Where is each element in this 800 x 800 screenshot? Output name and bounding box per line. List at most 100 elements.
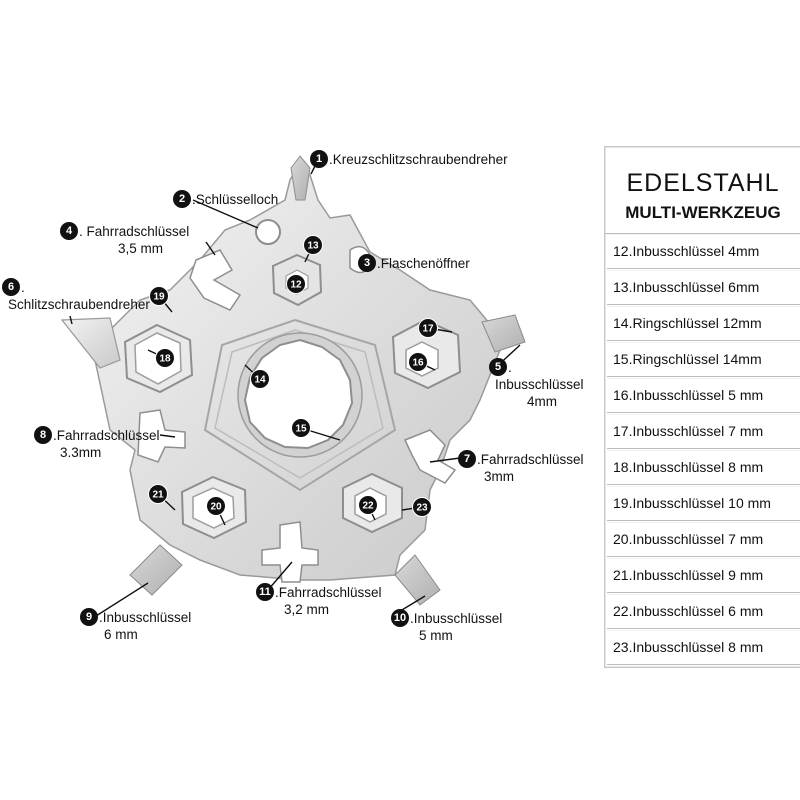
marker-bubble xyxy=(148,484,168,504)
callout-bike-wrench-32: 11.Fahrradschlüssel 3,2 mm xyxy=(256,583,382,618)
marker-bubble xyxy=(149,286,169,306)
callout-sublabel: Schlitzschraubendreher xyxy=(8,297,150,313)
callout-number: 8 xyxy=(34,426,52,445)
ring-wrench-center xyxy=(237,332,363,458)
marker-16: 16 xyxy=(408,352,428,372)
spec-row: 22.Inbusschlüssel 6 mm xyxy=(607,594,800,629)
spec-row: 20.Inbusschlüssel 7 mm xyxy=(607,522,800,557)
marker-bubble xyxy=(358,495,378,515)
callout-hex-key-6: 9.Inbusschlüssel 6 mm xyxy=(80,608,191,643)
marker-bubble xyxy=(250,369,270,389)
callout-number: 9 xyxy=(80,608,98,627)
marker-21: 21 xyxy=(148,484,168,504)
marker-label: 12 xyxy=(290,280,302,291)
marker-23: 23 xyxy=(412,497,432,517)
callout-number: 4 xyxy=(60,222,78,241)
spec-row: 13.Inbusschlüssel 6mm xyxy=(607,270,800,305)
callout-label: . xyxy=(21,279,25,295)
marker-12: 12 xyxy=(286,274,306,294)
callout-number: 11 xyxy=(256,583,274,602)
marker-bubble xyxy=(418,318,438,338)
callout-sublabel-2: 4mm xyxy=(527,394,557,410)
callout-sublabel: Inbusschlüssel xyxy=(495,377,584,393)
callout-label: .Fahrradschlüssel xyxy=(53,427,160,443)
callout-label: .Flaschenöffner xyxy=(377,255,470,271)
marker-label: 13 xyxy=(307,241,319,252)
marker-15: 15 xyxy=(291,418,311,438)
marker-bubble xyxy=(286,274,306,294)
bike-wrench-slots xyxy=(137,249,457,583)
callout-label: .Inbusschlüssel xyxy=(410,610,503,626)
spec-row: 16.Inbusschlüssel 5 mm xyxy=(607,378,800,413)
marker-20: 20 xyxy=(206,496,226,516)
callout-label: . Fahrradschlüssel xyxy=(79,223,190,239)
callout-label: .Kreuzschlitzschraubendreher xyxy=(329,151,508,167)
callout-number: 3 xyxy=(358,254,376,273)
spec-row: 15.Ringschlüssel 14mm xyxy=(607,342,800,377)
callout-number: 10 xyxy=(391,609,409,628)
marker-bubble xyxy=(291,418,311,438)
callout-sublabel: 6 mm xyxy=(104,627,138,643)
callout-sublabel: 3,5 mm xyxy=(118,241,164,257)
callout-label: .Fahrradschlüssel xyxy=(275,584,382,600)
callout-bike-wrench-3: 7.Fahrradschlüssel 3mm xyxy=(458,450,584,485)
keyhole xyxy=(255,219,281,245)
spec-row: 12.Inbusschlüssel 4mm xyxy=(607,234,800,269)
callout-label: .Schlüsselloch xyxy=(192,191,279,207)
marker-label: 23 xyxy=(416,503,428,514)
marker-13: 13 xyxy=(303,235,323,255)
marker-label: 14 xyxy=(254,375,266,386)
callout-keyhole: 2.Schlüsselloch xyxy=(173,190,279,209)
callout-number: 2 xyxy=(173,190,191,209)
callout-number: 6 xyxy=(2,278,20,297)
callout-slotted-screwdriver: 6. Schlitzschraubendreher xyxy=(2,278,150,313)
marker-18: 18 xyxy=(155,348,175,368)
callout-bike-wrench-35: 4. Fahrradschlüssel 3,5 mm xyxy=(60,222,189,257)
callout-sublabel: 3mm xyxy=(484,469,514,485)
callout-hex-key-4: 5. Inbusschlüssel 4mm xyxy=(489,358,584,410)
marker-bubble xyxy=(303,235,323,255)
callout-hex-key-5: 10.Inbusschlüssel 5 mm xyxy=(391,609,502,644)
callout-sublabel: 5 mm xyxy=(419,628,453,644)
spec-row: 18.Inbusschlüssel 8 mm xyxy=(607,450,800,485)
marker-label: 21 xyxy=(152,490,164,501)
callout-label: .Fahrradschlüssel xyxy=(477,451,584,467)
spec-row: 21.Inbusschlüssel 9 mm xyxy=(607,558,800,593)
callout-phillips-screwdriver: 1.Kreuzschlitzschraubendreher xyxy=(310,150,508,169)
marker-layer: 12 13 14 15 16 17 18 19 20 21 22 23 xyxy=(148,235,438,517)
marker-label: 17 xyxy=(422,324,434,335)
spec-list: 12.Inbusschlüssel 4mm 13.Inbusschlüssel … xyxy=(605,234,800,665)
marker-label: 16 xyxy=(412,358,424,369)
marker-19: 19 xyxy=(149,286,169,306)
spec-row: 17.Inbusschlüssel 7 mm xyxy=(607,414,800,449)
callout-number: 7 xyxy=(458,450,476,469)
callout-sublabel: 3,2 mm xyxy=(284,602,330,618)
spec-row: 14.Ringschlüssel 12mm xyxy=(607,306,800,341)
callout-label: .Inbusschlüssel xyxy=(99,609,192,625)
inner-pentagon xyxy=(203,318,397,492)
marker-14: 14 xyxy=(250,369,270,389)
marker-label: 20 xyxy=(210,502,222,513)
marker-bubble xyxy=(412,497,432,517)
marker-bubble xyxy=(206,496,226,516)
callout-number: 1 xyxy=(310,150,328,169)
callout-sublabel: 3.3mm xyxy=(60,445,102,461)
callout-bike-wrench-33: 8.Fahrradschlüssel 3.3mm xyxy=(34,426,160,461)
callout-number: 5 xyxy=(489,358,507,377)
marker-17: 17 xyxy=(418,318,438,338)
marker-label: 15 xyxy=(295,424,307,435)
marker-bubble xyxy=(155,348,175,368)
marker-22: 22 xyxy=(358,495,378,515)
marker-label: 22 xyxy=(362,501,374,512)
spec-panel-header: EDELSTAHL MULTI-WERKZEUG xyxy=(605,147,800,234)
spec-panel-subtitle: MULTI-WERKZEUG xyxy=(625,203,781,222)
spec-row: 19.Inbusschlüssel 10 mm xyxy=(607,486,800,521)
marker-bubble xyxy=(408,352,428,372)
spec-row: 23.Inbusschlüssel 8 mm xyxy=(607,630,800,665)
callout-label: . xyxy=(508,359,512,375)
callout-bottle-opener: 3.Flaschenöffner xyxy=(358,254,470,273)
marker-label: 19 xyxy=(153,292,165,303)
spec-panel-title: EDELSTAHL xyxy=(626,169,780,197)
spec-panel: EDELSTAHL MULTI-WERKZEUG 12.Inbusschlüss… xyxy=(604,146,800,668)
